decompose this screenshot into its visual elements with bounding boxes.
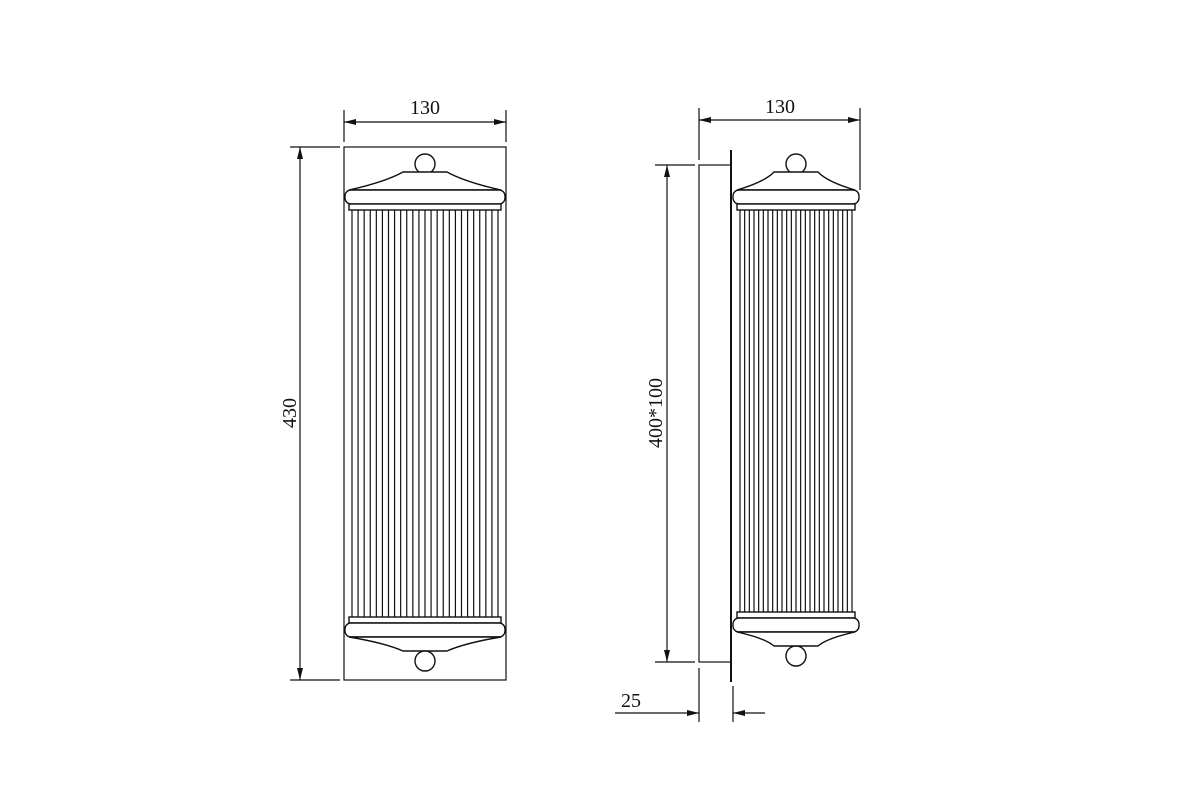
- bottom-collar: [348, 616, 502, 624]
- side-width-dimension: 130: [698, 96, 861, 190]
- side-height-label: 400*100: [645, 378, 667, 448]
- top-finial: [785, 153, 807, 175]
- side-depth-dimension: 25: [615, 668, 765, 722]
- bottom-finial: [785, 645, 807, 667]
- side-lamp: [732, 153, 860, 667]
- bottom-cap: [348, 636, 502, 652]
- bottom-ring: [732, 617, 860, 633]
- top-ring: [344, 189, 506, 205]
- front-view: 130 430: [279, 97, 507, 681]
- side-depth-label: 25: [621, 690, 641, 712]
- side-view: 130 400*100 25: [615, 96, 861, 722]
- front-width-label: 130: [410, 97, 440, 119]
- top-cap: [736, 171, 856, 191]
- front-lamp: [344, 153, 506, 672]
- bottom-ring: [344, 622, 506, 638]
- front-height-dimension: 430: [279, 146, 340, 681]
- top-collar: [736, 203, 856, 211]
- top-cap: [348, 171, 502, 191]
- bottom-finial: [414, 650, 436, 672]
- top-ring: [732, 189, 860, 205]
- top-finial: [414, 153, 436, 175]
- bottom-cap: [736, 631, 856, 647]
- side-wall-mount: [698, 164, 732, 663]
- front-width-dimension: 130: [343, 97, 507, 142]
- front-height-label: 430: [279, 398, 301, 428]
- top-collar: [348, 203, 502, 211]
- side-height-dimension: 400*100: [645, 164, 695, 663]
- bottom-collar: [736, 611, 856, 619]
- side-width-label: 130: [765, 96, 795, 118]
- front-backplate: [343, 146, 507, 681]
